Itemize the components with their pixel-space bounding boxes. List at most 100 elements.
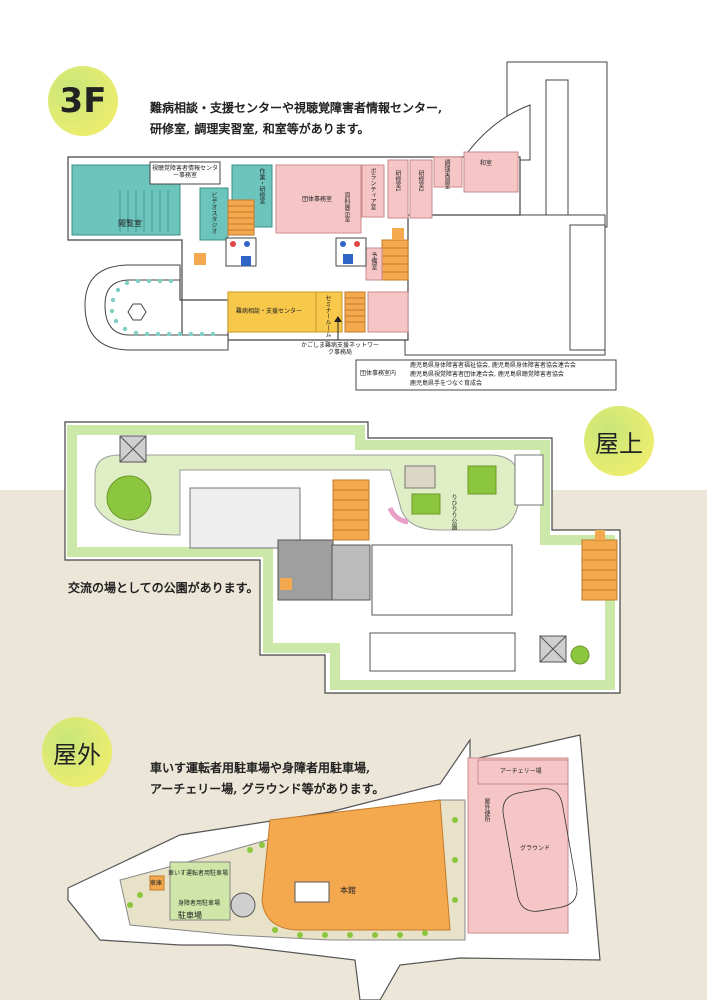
floor3-volunteer-room — [361, 164, 385, 218]
site-honkan — [261, 799, 451, 931]
floor3-kenshu2-room — [409, 159, 433, 219]
floor3-terrace-dots — [109, 278, 216, 337]
accessible-toilet-icon — [241, 256, 251, 266]
park-label: りひりり公園 — [450, 494, 457, 530]
rooftop-desc-line: 交流の場としての公園があります。 — [68, 581, 259, 595]
rooftop-lawn — [467, 465, 497, 495]
floor3-seminar-room — [315, 291, 343, 333]
rooftop-roof-block-left — [189, 487, 301, 549]
rooftop-lawn-2 — [411, 493, 441, 515]
room-label-volunteer: ボランティア室 — [369, 168, 376, 210]
rooftop-gravel-area — [404, 465, 436, 489]
room-label-shichokaku: 視聴覚障害者情報センター事務室 — [152, 165, 219, 179]
floor3-stair-lines-right — [382, 247, 408, 273]
elevator-icon — [194, 253, 206, 265]
label-wheelchair-parking: 車いす運転者用駐車場 — [168, 870, 229, 877]
room-label-kenshu1: 研修室1 — [394, 170, 401, 192]
dantai-label: 団体事務室内 — [360, 370, 397, 377]
floor3-curved-wall — [461, 104, 531, 161]
rooftop-stair-lines-right — [582, 549, 617, 591]
site-archery-ground-area — [467, 757, 569, 934]
floor3-far-right-strip — [569, 224, 606, 351]
site-archery-range — [477, 759, 569, 785]
outdoor-badge-text: 屋外 — [53, 740, 101, 769]
label-disabled-parking: 身障者用駐車場 — [178, 900, 221, 907]
dantai-list-3: 鹿児島県手をつなぐ育成会 — [410, 380, 483, 387]
site-honkan-courtyard — [294, 881, 330, 903]
rooftop-badge-text: 屋上 — [595, 429, 643, 458]
room-label-studio: ビデオスタジオ — [210, 192, 217, 234]
rooftop-elevator-icon — [595, 530, 605, 540]
rooftop-tree-circle — [570, 645, 590, 665]
rooftop-elevator-icon-2 — [280, 578, 292, 590]
rooftop-planter-border — [67, 425, 615, 690]
label-parking: 駐車場 — [178, 911, 202, 920]
floor3-chori-room — [433, 156, 463, 188]
rooftop-skylight-right-diag-2 — [539, 635, 567, 663]
accessible-toilet-icon-2 — [343, 254, 353, 264]
room-label-nanbyo: 難病相談・支援センター — [236, 308, 303, 315]
floor3-nanbyo-room — [227, 291, 317, 333]
floor3-hexagon-marker — [127, 303, 147, 321]
floor3-badge: 3F — [48, 66, 118, 136]
room-label-washitsu: 和室 — [480, 160, 493, 167]
floor3-badge-text: 3F — [59, 81, 107, 121]
site-roundabout — [230, 892, 256, 918]
rooftop-roof-block-right — [371, 544, 513, 616]
label-archery: アーチェリー場 — [500, 768, 542, 775]
rooftop-description: 交流の場としての公園があります。 — [68, 578, 258, 599]
male-toilet-icon-2 — [340, 241, 346, 247]
rooftop-stair-block — [514, 454, 544, 506]
floor3-kenshu1-room — [387, 159, 409, 219]
room-label-yobi: 予備室 — [370, 252, 377, 270]
outdoor-badge: 屋外 — [42, 717, 112, 787]
room-label-seminar: セミナールーム — [324, 295, 331, 337]
label-ground: グラウンド — [520, 845, 551, 852]
rooftop-round-garden — [106, 475, 152, 521]
floor3-shichokaku-room — [149, 161, 221, 185]
floor3-washitsu-room — [463, 151, 519, 193]
rooftop-pink-bench — [387, 506, 409, 525]
floor3-dantai-room — [275, 164, 362, 234]
room-label-shiryo: 資料展示室 — [343, 192, 350, 222]
elevator-icon-2 — [392, 228, 404, 240]
floor3-shelves — [119, 190, 169, 232]
site-ground-track — [502, 788, 578, 912]
female-toilet-icon — [230, 241, 236, 247]
floor3-description: 難病相談・支援センターや視聴覚障害者情報センター, 研修室, 調理実習室, 和室… — [150, 98, 442, 140]
label-honkan: 本館 — [340, 886, 356, 895]
floor3-yobi-lower-room — [367, 291, 409, 333]
floor3-right-inner — [545, 79, 569, 228]
room-label-kenshu2: 研修室2 — [417, 170, 424, 192]
room-label-dantai: 団体事務室 — [302, 196, 333, 203]
floor3-stair-lines-left — [228, 205, 254, 231]
rooftop-grey-block — [331, 544, 371, 601]
floor3-stairs-right — [381, 239, 409, 281]
label-garage: 車庫 — [150, 880, 163, 887]
rooftop-stair-lines-center — [333, 489, 369, 531]
room-label-sagyo: 作業・研修室 — [258, 168, 265, 204]
male-toilet-icon — [244, 241, 250, 247]
floor3-desc-line2: 研修室, 調理実習室, 和室等があります。 — [150, 122, 370, 136]
rooftop-skylight-diag-2 — [119, 435, 147, 463]
rooftop-solar-panels — [369, 632, 516, 672]
floor3-stair-lines — [345, 297, 365, 323]
dantai-list-2: 鹿児島県視覚障害者団体連合会, 鹿児島県聴覚障害者協会 — [410, 371, 564, 378]
outdoor-description: 車いす運転者用駐車場や身障者用駐車場, アーチェリー場, グラウンド等があります… — [150, 758, 384, 800]
network-callout-arrow — [334, 316, 342, 322]
rooftop-dark-block — [277, 539, 334, 601]
network-callout: かごしま難病支援ネットワーク事務局 — [300, 342, 379, 356]
outdoor-desc-line1: 車いす運転者用駐車場や身障者用駐車場, — [150, 761, 371, 775]
female-toilet-icon-2 — [354, 241, 360, 247]
floor3-desc-line1: 難病相談・支援センターや視聴覚障害者情報センター, — [150, 101, 443, 115]
room-label-etsuran: 閲覧室 — [118, 219, 142, 228]
site-garage — [149, 875, 165, 891]
site-trees — [127, 817, 458, 938]
dantai-box — [355, 359, 617, 391]
dantai-list-1: 鹿児島県身体障害者福祉協会, 鹿児島県身体障害者協会連合会 — [410, 362, 576, 369]
rooftop-badge: 屋上 — [584, 406, 654, 476]
room-label-chori: 調理実習室 — [443, 159, 450, 189]
outdoor-desc-line2: アーチェリー場, グラウンド等があります。 — [150, 782, 385, 796]
floor3-terrace — [84, 264, 229, 351]
